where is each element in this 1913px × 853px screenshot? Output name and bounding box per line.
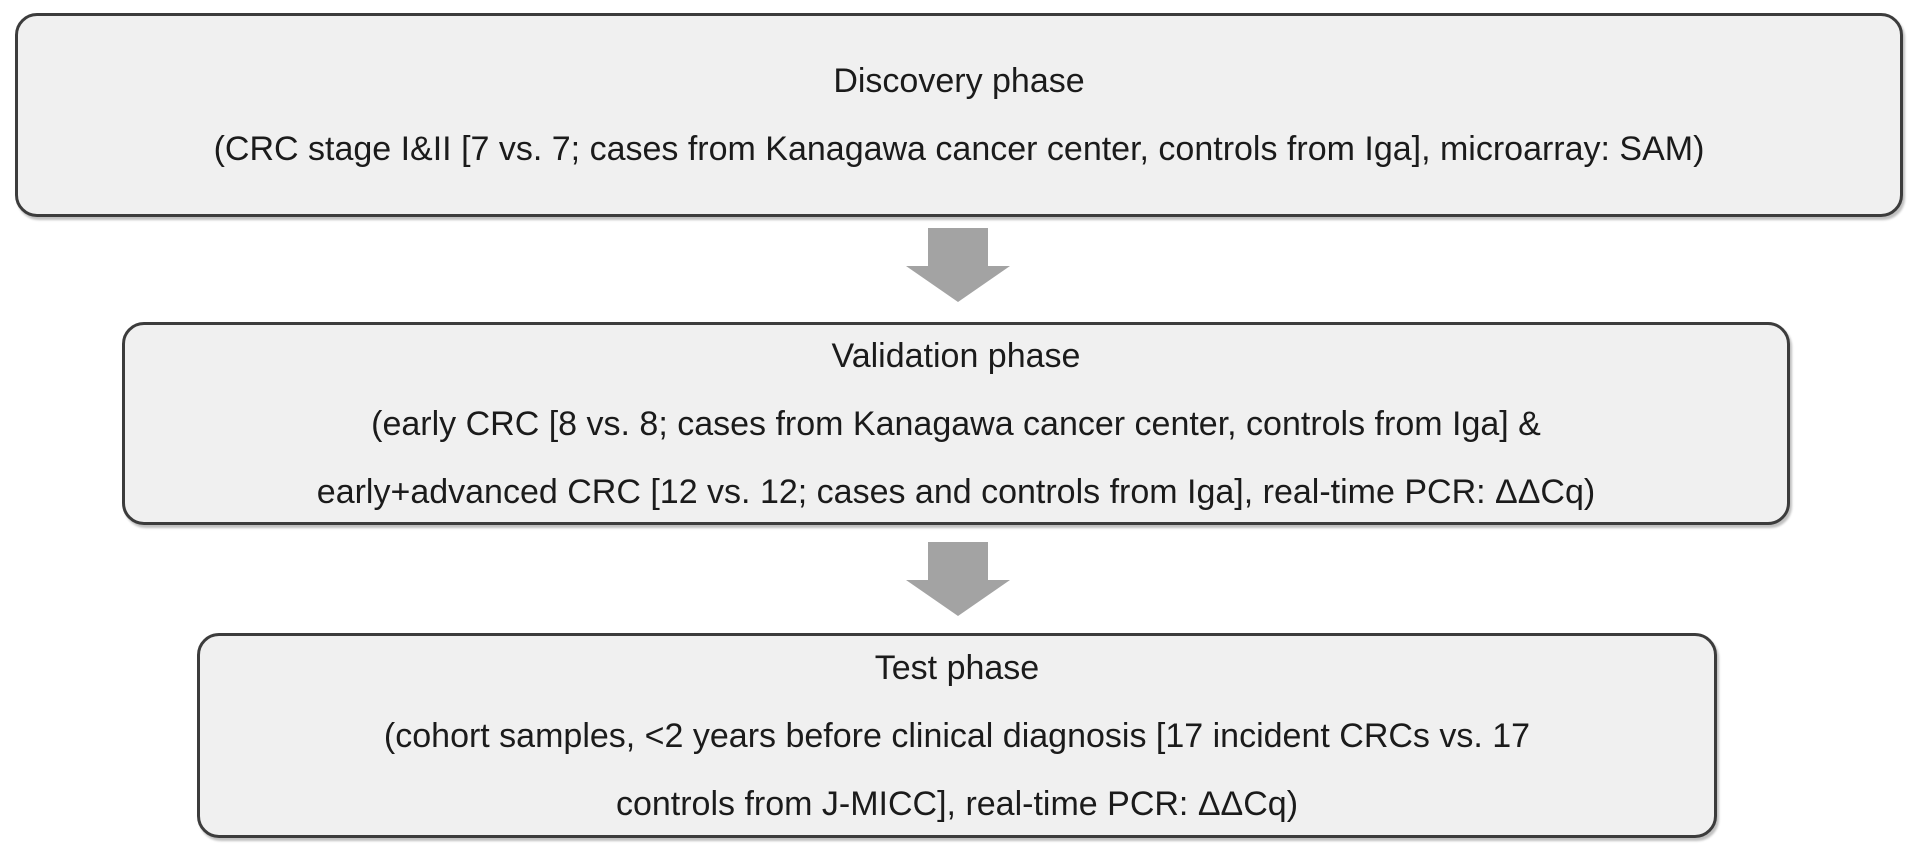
validation-phase-detail-2: early+advanced CRC [12 vs. 12; cases and… bbox=[316, 472, 1596, 511]
test-phase-title: Test phase bbox=[874, 648, 1040, 687]
discovery-phase-box: Discovery phase (CRC stage I&II [7 vs. 7… bbox=[15, 13, 1903, 217]
down-arrow-icon bbox=[906, 228, 1010, 302]
down-arrow-icon bbox=[906, 542, 1010, 616]
test-phase-detail-2: controls from J-MICC], real-time PCR: ΔΔ… bbox=[615, 784, 1299, 823]
discovery-phase-title: Discovery phase bbox=[833, 62, 1085, 100]
validation-phase-box: Validation phase (early CRC [8 vs. 8; ca… bbox=[122, 322, 1790, 525]
discovery-phase-detail: (CRC stage I&II [7 vs. 7; cases from Kan… bbox=[213, 130, 1705, 168]
test-phase-detail-1: (cohort samples, <2 years before clinica… bbox=[383, 716, 1531, 755]
validation-phase-detail-1: (early CRC [8 vs. 8; cases from Kanagawa… bbox=[371, 404, 1541, 443]
validation-phase-title: Validation phase bbox=[831, 336, 1081, 375]
test-phase-box: Test phase (cohort samples, <2 years bef… bbox=[197, 633, 1717, 838]
